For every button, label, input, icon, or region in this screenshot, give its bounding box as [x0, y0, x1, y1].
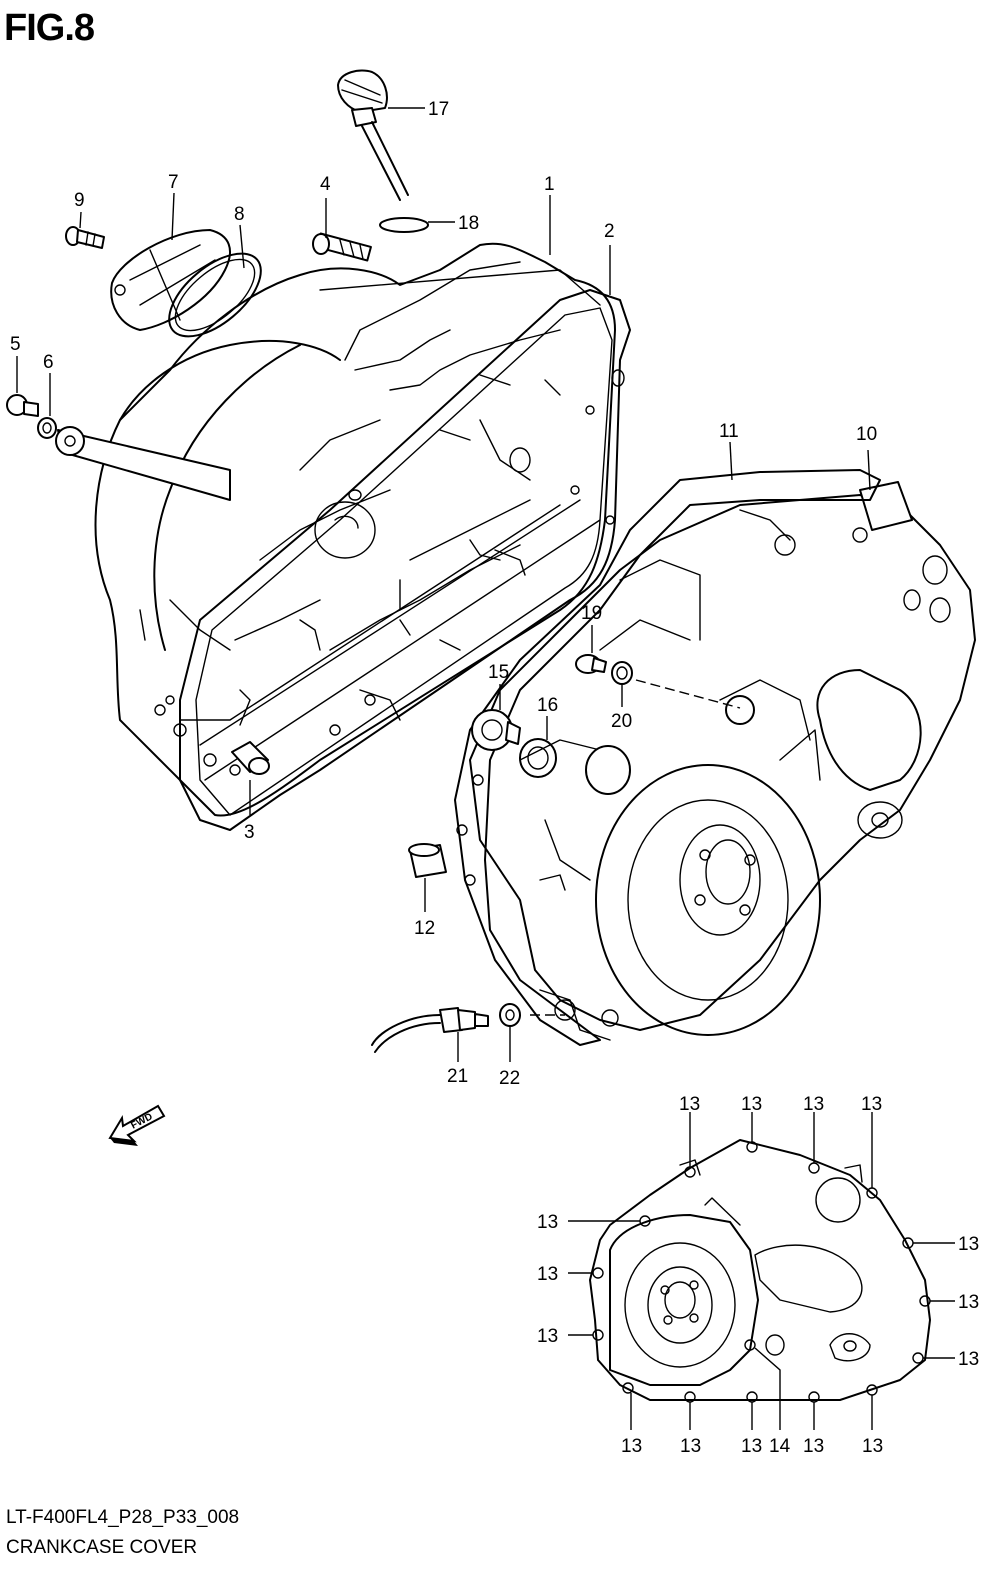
callout-13: 13: [803, 1436, 824, 1457]
callout-16: 16: [537, 695, 558, 716]
callout-1: 1: [544, 174, 555, 195]
cover-cap-7: [110, 229, 231, 331]
callout-21: 21: [447, 1066, 468, 1087]
right-crankcase-cover: [469, 481, 976, 1041]
callout-labels: 1 2 3 4 5 6 7 8 9 10 11 12 15 16 17 18 1…: [10, 99, 979, 1457]
o-ring-18: [379, 217, 429, 233]
washer-6: [37, 417, 57, 439]
right-cover-gasket: [454, 469, 881, 1046]
plug-bolt-5: [6, 394, 39, 417]
callout-5: 5: [10, 334, 21, 355]
left-crankcase-cover: [55, 242, 616, 817]
callout-10: 10: [856, 424, 877, 445]
callout-13: 13: [958, 1292, 979, 1313]
figure-caption: CRANKCASE COVER: [6, 1537, 198, 1558]
callout-13: 13: [537, 1264, 558, 1285]
callout-7: 7: [168, 172, 179, 193]
bolt-19: [575, 654, 607, 674]
callout-13: 13: [803, 1094, 824, 1115]
callout-13: 13: [679, 1094, 700, 1115]
callout-13: 13: [958, 1349, 979, 1370]
sensor-21: [371, 1007, 489, 1053]
callout-2: 2: [604, 221, 615, 242]
oil-dipstick-17: [337, 69, 409, 201]
callout-13: 13: [537, 1326, 558, 1347]
callout-22: 22: [499, 1068, 520, 1089]
fwd-arrow-icon: FWD: [108, 1104, 166, 1146]
callout-19: 19: [581, 603, 602, 624]
callout-3: 3: [244, 822, 255, 843]
callout-9: 9: [74, 190, 85, 211]
plug-15: [471, 709, 521, 751]
callout-18: 18: [458, 213, 479, 234]
callout-11: 11: [719, 421, 739, 442]
figure-title: FIG.8: [4, 7, 95, 49]
callout-13: 13: [741, 1436, 762, 1457]
bolt-4: [312, 232, 372, 262]
callout-13: 13: [741, 1094, 762, 1115]
inset-bolt-layout: [589, 1139, 931, 1403]
washer-20: [611, 661, 633, 685]
callout-13: 13: [680, 1436, 701, 1457]
callout-6: 6: [43, 352, 54, 373]
callout-8: 8: [234, 204, 245, 225]
dowel-pin-3: [231, 741, 270, 775]
left-cover-gasket: [179, 289, 631, 831]
callout-12: 12: [414, 918, 435, 939]
callout-15: 15: [488, 662, 509, 683]
o-ring-8: [168, 252, 262, 338]
bolt-9: [65, 226, 105, 249]
callout-4: 4: [320, 174, 331, 195]
o-ring-16: [519, 738, 557, 778]
callout-13: 13: [862, 1436, 883, 1457]
callout-17: 17: [428, 99, 449, 120]
callout-14: 14: [769, 1436, 791, 1457]
callout-13: 13: [621, 1436, 642, 1457]
dowel-pin-12: [408, 843, 447, 878]
callout-20: 20: [611, 711, 632, 732]
callout-13: 13: [958, 1234, 979, 1255]
washer-22: [499, 1003, 521, 1027]
callout-13: 13: [537, 1212, 558, 1233]
callout-13: 13: [861, 1094, 882, 1115]
drawing-code: LT-F400FL4_P28_P33_008: [6, 1507, 240, 1528]
leader-lines: [16, 107, 955, 1430]
